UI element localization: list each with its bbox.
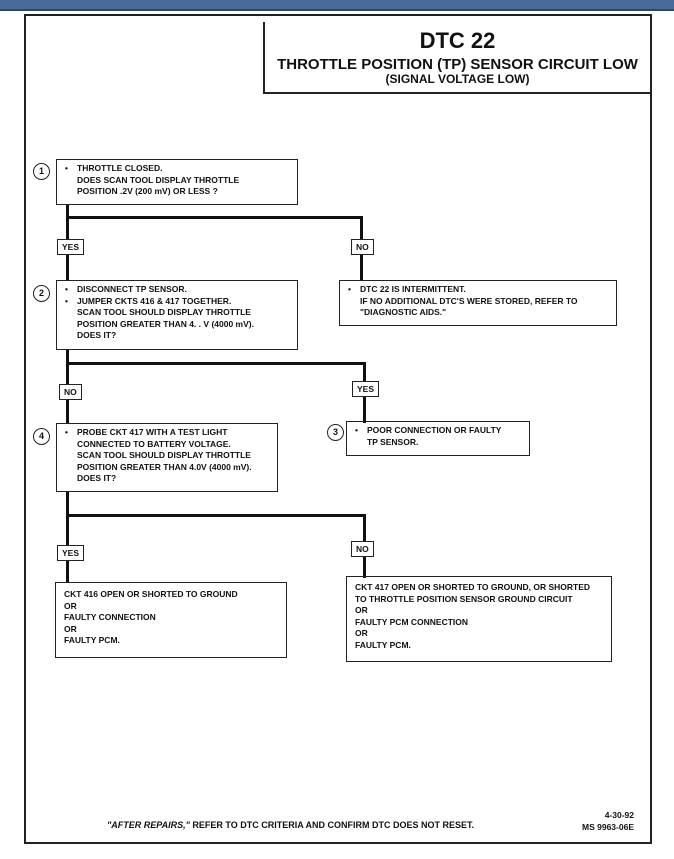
step-4-line: CONNECTED TO BATTERY VOLTAGE. [77, 438, 231, 449]
result-yes-line: FAULTY PCM. [64, 635, 120, 645]
no-label: NO [59, 384, 82, 400]
footer-note-emphasis: "AFTER REPAIRS," [107, 820, 190, 830]
step-3-box: POOR CONNECTION OR FAULTY TP SENSOR. [346, 421, 530, 456]
result-yes-box: CKT 416 OPEN OR SHORTED TO GROUND OR FAU… [55, 582, 287, 658]
intermittent-box: DTC 22 IS INTERMITTENT. IF NO ADDITIONAL… [339, 280, 617, 326]
step-1-text: THROTTLE CLOSED. DOES SCAN TOOL DISPLAY … [65, 163, 291, 198]
connector-line [66, 204, 69, 218]
step-4-box: PROBE CKT 417 WITH A TEST LIGHT CONNECTE… [56, 423, 278, 492]
step-number-2: 2 [33, 285, 50, 302]
result-no-line: FAULTY PCM CONNECTION [355, 616, 469, 627]
yes-label: YES [352, 381, 380, 397]
yes-label: YES [57, 545, 85, 561]
step-3-line: POOR CONNECTION OR FAULTY [367, 425, 502, 435]
window-top-bar [0, 0, 674, 11]
step-3-line: TP SENSOR. [367, 436, 419, 447]
step-number-3: 3 [327, 424, 344, 441]
footer-date: 4-30-92 [604, 810, 634, 820]
step-1-box: THROTTLE CLOSED. DOES SCAN TOOL DISPLAY … [56, 159, 298, 205]
intermittent-line: IF NO ADDITIONAL DTC'S WERE STORED, REFE… [360, 295, 578, 306]
step-2-line: POSITION GREATER THAN 4. . V (4000 mV). [77, 318, 254, 329]
footer-note: "AFTER REPAIRS," REFER TO DTC CRITERIA A… [107, 820, 474, 830]
step-4-line: POSITION GREATER THAN 4.0V (4000 mV). [77, 461, 252, 472]
result-no-line: OR [355, 628, 368, 638]
result-yes-line: FAULTY CONNECTION [64, 612, 156, 622]
page-frame [24, 14, 652, 844]
result-no-line: TO THROTTLE POSITION SENSOR GROUND CIRCU… [355, 593, 573, 604]
connector-line [66, 216, 363, 219]
intermittent-line: DTC 22 IS INTERMITTENT. [360, 284, 466, 294]
footer-note-text: REFER TO DTC CRITERIA AND CONFIRM DTC DO… [189, 820, 475, 830]
step-3-text: POOR CONNECTION OR FAULTY TP SENSOR. [355, 425, 523, 448]
step-4-line: SCAN TOOL SHOULD DISPLAY THROTTLE [77, 450, 251, 460]
dtc-title: THROTTLE POSITION (TP) SENSOR CIRCUIT LO… [277, 56, 638, 73]
step-1-line: POSITION .2V (200 mV) OR LESS ? [77, 186, 218, 196]
step-2-bullet-2: JUMPER CKTS 416 & 417 TOGETHER. SCAN TOO… [65, 296, 291, 342]
step-number-4: 4 [33, 428, 50, 445]
intermittent-line: "DIAGNOSTIC AIDS." [360, 307, 447, 317]
footer-code: 4-30-92 MS 9963-06E [582, 809, 634, 833]
step-number-1: 1 [33, 163, 50, 180]
step-4-text: PROBE CKT 417 WITH A TEST LIGHT CONNECTE… [65, 427, 271, 485]
step-2-box: DISCONNECT TP SENSOR. JUMPER CKTS 416 & … [56, 280, 298, 350]
result-yes-line: CKT 416 OPEN OR SHORTED TO GROUND [64, 589, 238, 599]
step-2-line: DOES IT? [77, 330, 117, 340]
step-2-line: JUMPER CKTS 416 & 417 TOGETHER. [77, 295, 232, 306]
yes-label: YES [57, 239, 85, 255]
result-yes-line: OR [64, 623, 77, 634]
step-1-line: DOES SCAN TOOL DISPLAY THROTTLE [77, 174, 240, 185]
no-label: NO [351, 541, 374, 557]
dtc-code: DTC 22 [419, 28, 496, 53]
step-2-line: SCAN TOOL SHOULD DISPLAY THROTTLE [77, 307, 251, 317]
result-yes-line: OR [64, 600, 77, 611]
connector-line [66, 349, 69, 364]
connector-line [66, 491, 69, 516]
dtc-subtitle: (SIGNAL VOLTAGE LOW) [385, 72, 530, 86]
result-no-line: FAULTY PCM. [355, 639, 411, 650]
connector-line [66, 514, 366, 517]
intermittent-text: DTC 22 IS INTERMITTENT. IF NO ADDITIONAL… [348, 284, 610, 319]
step-4-line: DOES IT? [77, 473, 117, 483]
step-1-line: THROTTLE CLOSED. [77, 163, 163, 173]
step-4-line: PROBE CKT 417 WITH A TEST LIGHT [77, 427, 228, 437]
no-label: NO [351, 239, 374, 255]
result-no-box: CKT 417 OPEN OR SHORTED TO GROUND, OR SH… [346, 576, 612, 662]
step-2-bullet-1: DISCONNECT TP SENSOR. [65, 284, 291, 296]
result-no-line: CKT 417 OPEN OR SHORTED TO GROUND, OR SH… [355, 582, 591, 592]
footer-doc-code: MS 9963-06E [582, 822, 634, 832]
result-no-line: OR [355, 605, 368, 615]
connector-line [66, 362, 366, 365]
title-block: DTC 22 THROTTLE POSITION (TP) SENSOR CIR… [263, 22, 650, 94]
